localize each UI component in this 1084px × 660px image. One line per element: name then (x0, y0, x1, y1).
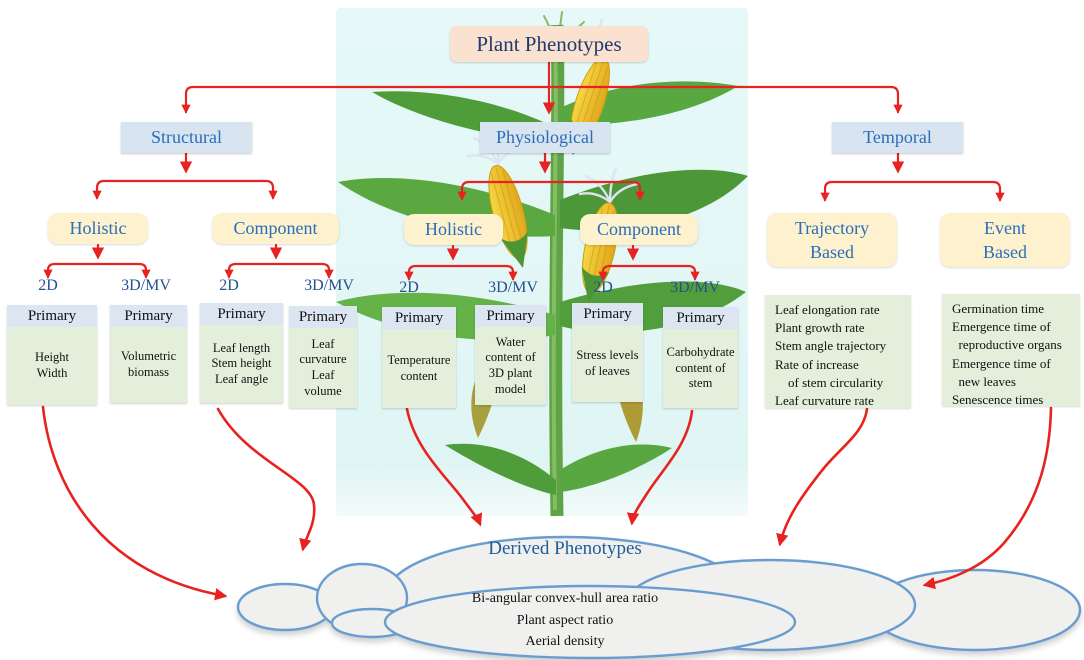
temporal-event-box: Germination time Emergence time of repro… (942, 294, 1080, 407)
group-physiological-holistic-node: Holistic (404, 214, 503, 245)
group-physiological-holistic-label: Holistic (425, 219, 482, 240)
bracket-temporal (820, 180, 1005, 202)
primary-box-body: Volumetric biomass (110, 327, 187, 403)
arrow-trajectory-to-cloud (776, 407, 869, 547)
mode-label-physiological-component-2d: 2D (593, 279, 613, 296)
primary-box-header: Primary (289, 306, 357, 328)
primary-box-physiological-holistic-3d: Primary Water content of 3D plant model (475, 305, 546, 405)
primary-box-structural-holistic-2d: Primary Height Width (7, 305, 97, 405)
tree-connectors (43, 60, 1005, 281)
primary-box-body: Height Width (7, 327, 97, 405)
primary-box-header: Primary (663, 307, 738, 329)
mode-label-structural-holistic-2d: 2D (38, 277, 58, 294)
branch-temporal-label: Temporal (863, 127, 932, 147)
mode-label-physiological-holistic-2d: 2D (399, 279, 419, 296)
group-structural-holistic-node: Holistic (48, 213, 148, 244)
bracket-component-mid (598, 264, 700, 281)
arrow-carbohydrate-to-cloud (626, 409, 694, 526)
primary-box-body: Leaf length Stem height Leaf angle (200, 325, 283, 403)
bracket-component-left (224, 262, 334, 279)
group-structural-holistic-label: Holistic (69, 218, 127, 239)
mode-label-structural-component-3d: 3D/MV (304, 277, 354, 294)
primary-box-body: Temperature content (382, 329, 456, 408)
derived-arrows (41, 405, 1053, 601)
primary-box-physiological-component-3d: Primary Carbohydrate content of stem (663, 307, 738, 408)
primary-box-body: Water content of 3D plant model (475, 327, 546, 405)
group-structural-component-label: Component (233, 218, 318, 239)
group-structural-component-node: Component (212, 213, 339, 244)
primary-box-header: Primary (475, 305, 546, 327)
primary-box-header: Primary (572, 303, 643, 325)
bracket-holistic-mid (404, 264, 518, 281)
bracket-holistic-left (43, 262, 151, 279)
root-node-label: Plant Phenotypes (476, 31, 622, 56)
derived-phenotypes-items: Bi-angular convex-hull area ratio Plant … (471, 591, 659, 650)
arrow-event-to-cloud (922, 406, 1053, 590)
arrow-leaf-length-to-cloud (216, 407, 316, 552)
group-temporal-trajectory-node: Trajectory Based (767, 213, 897, 267)
group-temporal-event-label: Event Based (983, 217, 1027, 262)
bracket-structural (92, 179, 278, 200)
primary-box-physiological-holistic-2d: Primary Temperature content (382, 307, 456, 408)
root-node: Plant Phenotypes (450, 26, 648, 62)
cloud-puff-bottom (383, 584, 797, 660)
mode-label-structural-holistic-3d: 3D/MV (121, 277, 171, 294)
group-physiological-component-label: Component (597, 219, 681, 240)
primary-box-body: Leaf curvature Leaf volume (289, 328, 357, 408)
branch-structural-label: Structural (151, 127, 222, 147)
group-temporal-trajectory-label: Trajectory Based (794, 217, 870, 262)
mode-label-physiological-holistic-3d: 3D/MV (488, 279, 538, 296)
primary-box-header: Primary (110, 305, 187, 327)
branch-temporal-node: Temporal (832, 122, 963, 153)
primary-box-structural-component-3d: Primary Leaf curvature Leaf volume (289, 306, 357, 408)
primary-box-body: Carbohydrate content of stem (663, 329, 738, 408)
primary-box-physiological-component-2d: Primary Stress levels of leaves (572, 303, 643, 402)
primary-box-header: Primary (7, 305, 97, 327)
derived-phenotypes-title: Derived Phenotypes (488, 538, 642, 559)
primary-box-header: Primary (200, 303, 283, 325)
arrow-height-width-to-cloud (41, 405, 228, 601)
group-temporal-event-node: Event Based (940, 213, 1070, 267)
primary-box-header: Primary (382, 307, 456, 329)
connector-top-rail (181, 85, 903, 114)
primary-box-structural-component-2d: Primary Leaf length Stem height Leaf ang… (200, 303, 283, 403)
primary-box-body: Stress levels of leaves (572, 325, 643, 402)
branch-physiological-label: Physiological (496, 127, 594, 147)
primary-box-structural-holistic-3d: Primary Volumetric biomass (110, 305, 187, 403)
mode-label-structural-component-2d: 2D (219, 277, 239, 294)
bracket-physiological (457, 180, 645, 201)
derived-phenotypes-cloud (236, 535, 1082, 660)
temporal-trajectory-box: Leaf elongation rate Plant growth rate S… (765, 295, 911, 408)
arrow-temperature-to-cloud (405, 407, 483, 527)
group-physiological-component-node: Component (580, 214, 698, 245)
branch-physiological-node: Physiological (480, 122, 610, 153)
branch-structural-node: Structural (121, 122, 252, 153)
mode-label-physiological-component-3d: 3D/MV (670, 279, 720, 296)
